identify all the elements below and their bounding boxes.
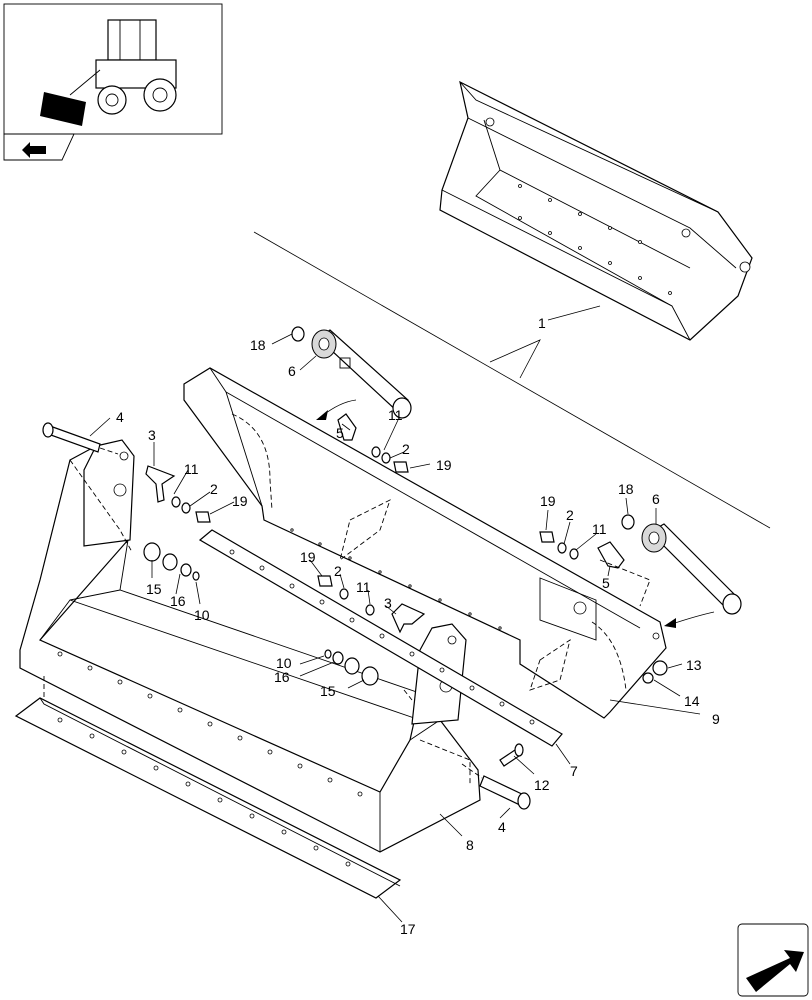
callout-2-16: 2 bbox=[334, 563, 342, 579]
fastener-stack-left bbox=[171, 496, 211, 523]
callout-15-27: 15 bbox=[320, 683, 336, 699]
return-arrow-icon[interactable] bbox=[3, 133, 75, 161]
callout-3-4: 3 bbox=[148, 427, 156, 443]
bucket-back-frame bbox=[183, 367, 667, 719]
callout-11-21: 11 bbox=[592, 521, 607, 537]
nut-13 bbox=[652, 660, 668, 676]
callout-10-14: 10 bbox=[194, 607, 210, 623]
callout-4-3: 4 bbox=[116, 409, 124, 425]
bracket-3-left bbox=[145, 465, 176, 503]
pin-upper bbox=[42, 422, 119, 455]
callout-6-2: 6 bbox=[288, 363, 296, 379]
bushings-left bbox=[143, 542, 200, 581]
bolt-12 bbox=[499, 743, 524, 767]
fastener-stack-center bbox=[317, 575, 375, 616]
callout-7-31: 7 bbox=[570, 763, 578, 779]
callout-2-10: 2 bbox=[210, 481, 218, 497]
callout-8-34: 8 bbox=[466, 837, 474, 853]
callout-11-17: 11 bbox=[356, 579, 371, 595]
bracket-5-upper bbox=[337, 413, 357, 441]
wheel-loader-thumbnail-icon bbox=[3, 3, 223, 135]
fastener-stack-right bbox=[539, 531, 579, 560]
cutting-edge bbox=[14, 676, 402, 899]
callout-14-29: 14 bbox=[684, 693, 700, 709]
callout-13-28: 13 bbox=[686, 657, 702, 673]
bracket-5-right bbox=[597, 541, 625, 569]
callout-2-20: 2 bbox=[566, 507, 574, 523]
callout-2-7: 2 bbox=[402, 441, 410, 457]
callout-11-9: 11 bbox=[184, 461, 199, 477]
callout-3-18: 3 bbox=[384, 595, 392, 611]
callout-6-23: 6 bbox=[652, 491, 660, 507]
callout-1-0: 1 bbox=[538, 315, 546, 331]
ring-18-right bbox=[621, 514, 635, 530]
callout-9-30: 9 bbox=[712, 711, 720, 727]
link-rod-right bbox=[641, 523, 742, 615]
callout-4-33: 4 bbox=[498, 819, 506, 835]
next-page-arrow-icon[interactable] bbox=[737, 923, 809, 997]
callout-16-13: 16 bbox=[170, 593, 186, 609]
callout-19-19: 19 bbox=[540, 493, 556, 509]
bushings-right bbox=[324, 649, 379, 686]
callout-18-22: 18 bbox=[618, 481, 634, 497]
pin-lower bbox=[461, 763, 531, 810]
callout-19-8: 19 bbox=[436, 457, 452, 473]
callout-10-25: 10 bbox=[276, 655, 292, 671]
ring-18-left bbox=[291, 326, 305, 342]
callout-5-5: 5 bbox=[336, 425, 344, 441]
callout-16-26: 16 bbox=[274, 669, 290, 685]
callout-19-11: 19 bbox=[232, 493, 248, 509]
bucket-assembly-view bbox=[439, 80, 753, 341]
wear-strip bbox=[198, 529, 563, 747]
callout-18-1: 18 bbox=[250, 337, 266, 353]
callout-17-35: 17 bbox=[400, 921, 416, 937]
fastener-stack-top bbox=[371, 446, 409, 473]
link-rod-left bbox=[311, 329, 412, 419]
bracket-3-right bbox=[391, 603, 426, 634]
callout-11-6: 11 bbox=[388, 407, 403, 423]
callout-19-15: 19 bbox=[300, 549, 316, 565]
callout-12-32: 12 bbox=[534, 777, 550, 793]
washer-14 bbox=[642, 672, 654, 684]
callout-15-12: 15 bbox=[146, 581, 162, 597]
callout-5-24: 5 bbox=[602, 575, 610, 591]
